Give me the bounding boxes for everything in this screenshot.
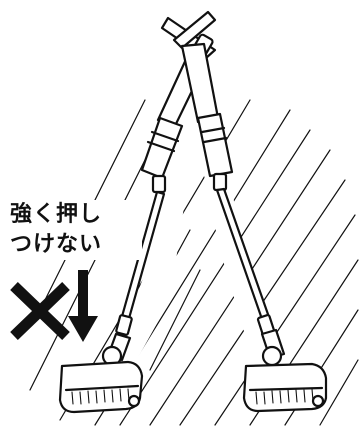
cross-mark-icon <box>10 282 70 340</box>
caution-line-2: つけない <box>10 232 103 257</box>
left-vacuum <box>58 16 217 414</box>
right-vacuum <box>172 10 328 413</box>
down-arrow-icon <box>68 270 98 342</box>
caution-text: 強く押し つけない <box>8 200 142 260</box>
caution-line-1: 強く押し <box>10 202 103 227</box>
